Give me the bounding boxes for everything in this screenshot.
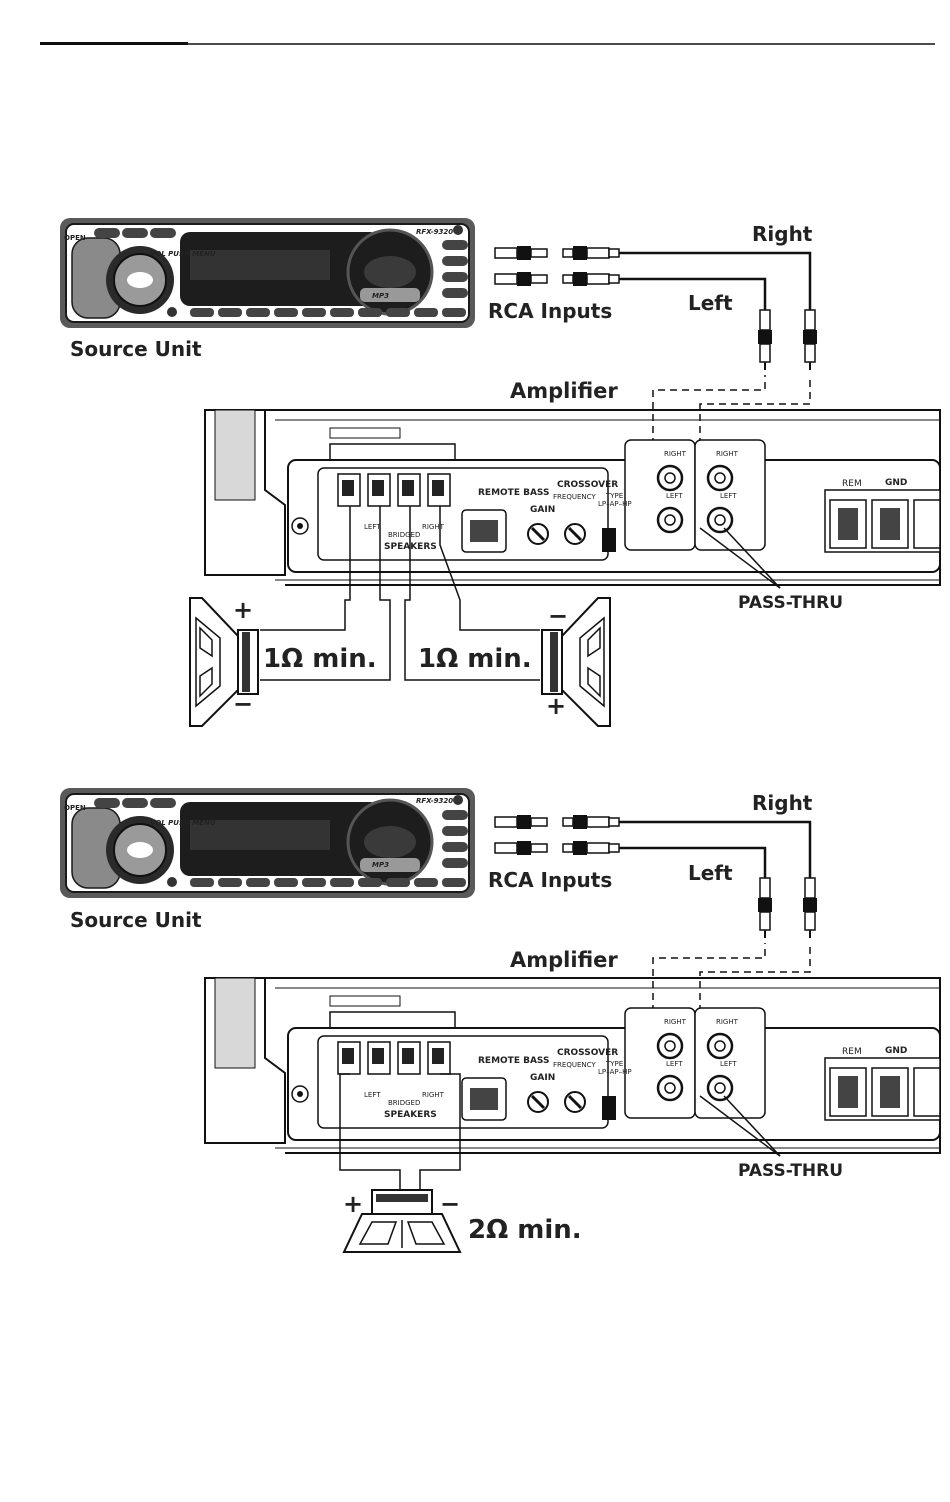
head-unit-open-2: OPEN [64, 804, 86, 812]
gnd-label: GND [885, 478, 907, 488]
label-minus-bridged: − [440, 1190, 460, 1218]
gnd-label-2: GND [885, 1046, 907, 1056]
rem-label: REM [842, 479, 862, 489]
speakers-left-label: LEFT [364, 523, 381, 531]
bridged-label-2: BRIDGED [388, 1099, 420, 1107]
head-unit-model-2: RFX-9320 [416, 797, 453, 805]
head-unit-vol: VOL PUSH MENU [150, 250, 216, 258]
label-plus-right: + [546, 692, 566, 720]
label-rca-inputs-2: RCA Inputs [488, 868, 612, 892]
label-right: Right [752, 222, 813, 246]
crossover-label-2: CROSSOVER [557, 1048, 618, 1058]
type-options-label-2: LP–AP–HP [598, 1068, 632, 1076]
gain-label-2: GAIN [530, 1073, 555, 1083]
input-left-label: LEFT [666, 492, 683, 500]
gain-label: GAIN [530, 505, 555, 515]
passthru-right-label-2: RIGHT [716, 1018, 739, 1026]
label-source-unit: Source Unit [70, 337, 202, 361]
speaker-bridged [342, 1189, 462, 1253]
label-amplifier: Amplifier [510, 379, 618, 403]
head-unit-vol-2: VOL PUSH MENU [150, 819, 216, 827]
label-plus-left: + [233, 596, 253, 624]
head-unit-mp3: MP3 [372, 292, 389, 300]
remote-bass-label: REMOTE BASS [478, 488, 550, 498]
speakers-left-label-2: LEFT [364, 1091, 381, 1099]
label-rca-inputs: RCA Inputs [488, 299, 612, 323]
bridged-label: BRIDGED [388, 531, 420, 539]
head-unit-mp3-2: MP3 [372, 861, 389, 869]
input-right-label: RIGHT [664, 450, 687, 458]
input-left-label-2: LEFT [666, 1060, 683, 1068]
speakers-right-label-2: RIGHT [422, 1091, 445, 1099]
label-one-ohm-right: 1Ω min. [418, 644, 532, 674]
input-right-label-2: RIGHT [664, 1018, 687, 1026]
frequency-label-2: FREQUENCY [553, 1061, 596, 1069]
label-amplifier-2: Amplifier [510, 948, 618, 972]
head-unit-model: RFX-9320 [416, 228, 453, 236]
type-label-2: TYPE [605, 1060, 623, 1068]
label-minus-right: − [548, 602, 568, 630]
label-right-2: Right [752, 791, 813, 815]
passthru-left-label-2: LEFT [720, 1060, 737, 1068]
type-options-label: LP–AP–HP [598, 500, 632, 508]
diagram-1 [58, 216, 942, 727]
label-pass-thru-2: PASS-THRU [738, 1161, 843, 1181]
frequency-label: FREQUENCY [553, 493, 596, 501]
label-one-ohm-left: 1Ω min. [263, 644, 377, 674]
head-unit-open: OPEN [64, 234, 86, 242]
label-source-unit-2: Source Unit [70, 908, 202, 932]
rem-label-2: REM [842, 1047, 862, 1057]
label-minus-left: − [233, 690, 253, 718]
label-left: Left [688, 291, 733, 315]
label-two-ohm: 2Ω min. [468, 1215, 582, 1245]
passthru-right-label: RIGHT [716, 450, 739, 458]
speakers-label-2: SPEAKERS [384, 1110, 437, 1120]
label-plus-bridged: + [343, 1190, 363, 1218]
diagram-2 [58, 786, 942, 1253]
remote-bass-label-2: REMOTE BASS [478, 1056, 550, 1066]
label-left-2: Left [688, 861, 733, 885]
label-pass-thru: PASS-THRU [738, 593, 843, 613]
passthru-left-label: LEFT [720, 492, 737, 500]
speakers-label: SPEAKERS [384, 542, 437, 552]
crossover-label: CROSSOVER [557, 480, 618, 490]
speakers-right-label: RIGHT [422, 523, 445, 531]
type-label: TYPE [605, 492, 623, 500]
